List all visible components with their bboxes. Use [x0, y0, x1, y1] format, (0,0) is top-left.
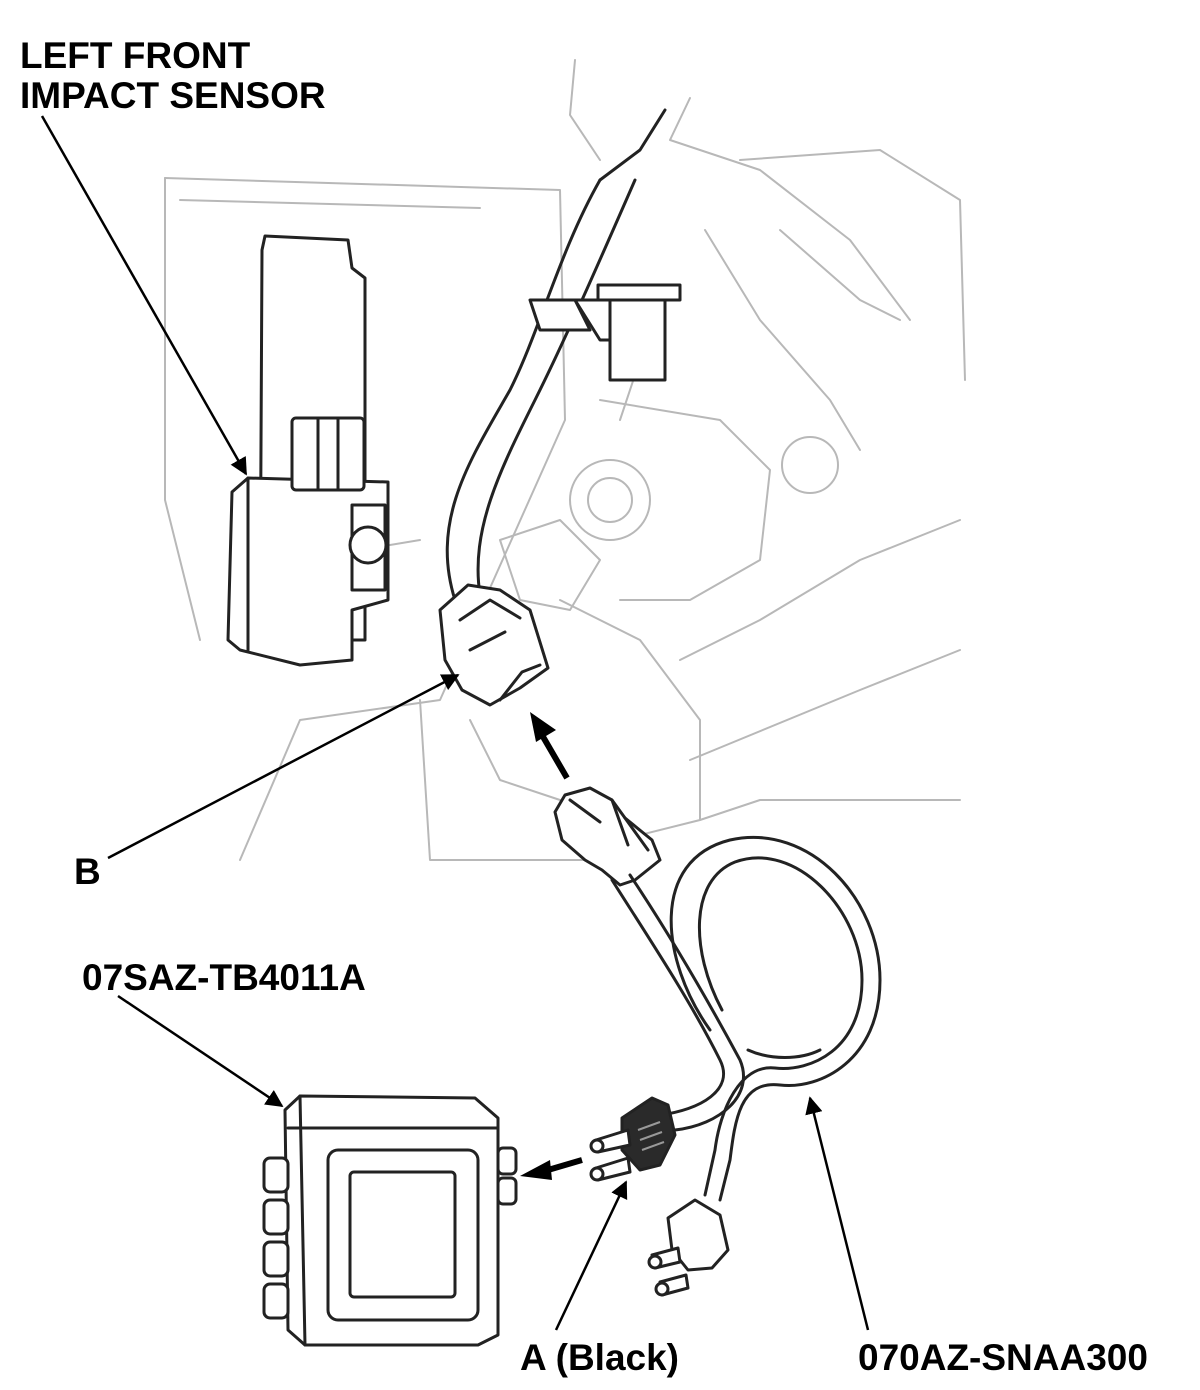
connector-b: [438, 583, 550, 707]
tool-box: [262, 1094, 518, 1347]
leader-lines: [40, 115, 870, 1331]
harness-part-number-label: 070AZ-SNAA300: [858, 1337, 1148, 1378]
vehicle-harness: [445, 108, 682, 602]
impact-sensor-label-line1: LEFT FRONT: [20, 35, 251, 76]
connector-a-black: [589, 1096, 677, 1182]
spare-plug: [647, 1198, 730, 1297]
impact-sensor-label-line2: IMPACT SENSOR: [20, 75, 326, 116]
vehicle-body-background: [164, 59, 966, 861]
impact-sensor-label: LEFT FRONT IMPACT SENSOR: [20, 36, 326, 116]
connector-a-label: A (Black): [520, 1337, 680, 1378]
tool-harness-connector: [553, 786, 662, 887]
impact-sensor: [226, 234, 390, 667]
tool-part-number-label: 07SAZ-TB4011A: [82, 957, 366, 998]
tool-harness-cable: [610, 835, 882, 1202]
insertion-arrows: [520, 712, 583, 1180]
connector-b-label: B: [74, 851, 101, 892]
